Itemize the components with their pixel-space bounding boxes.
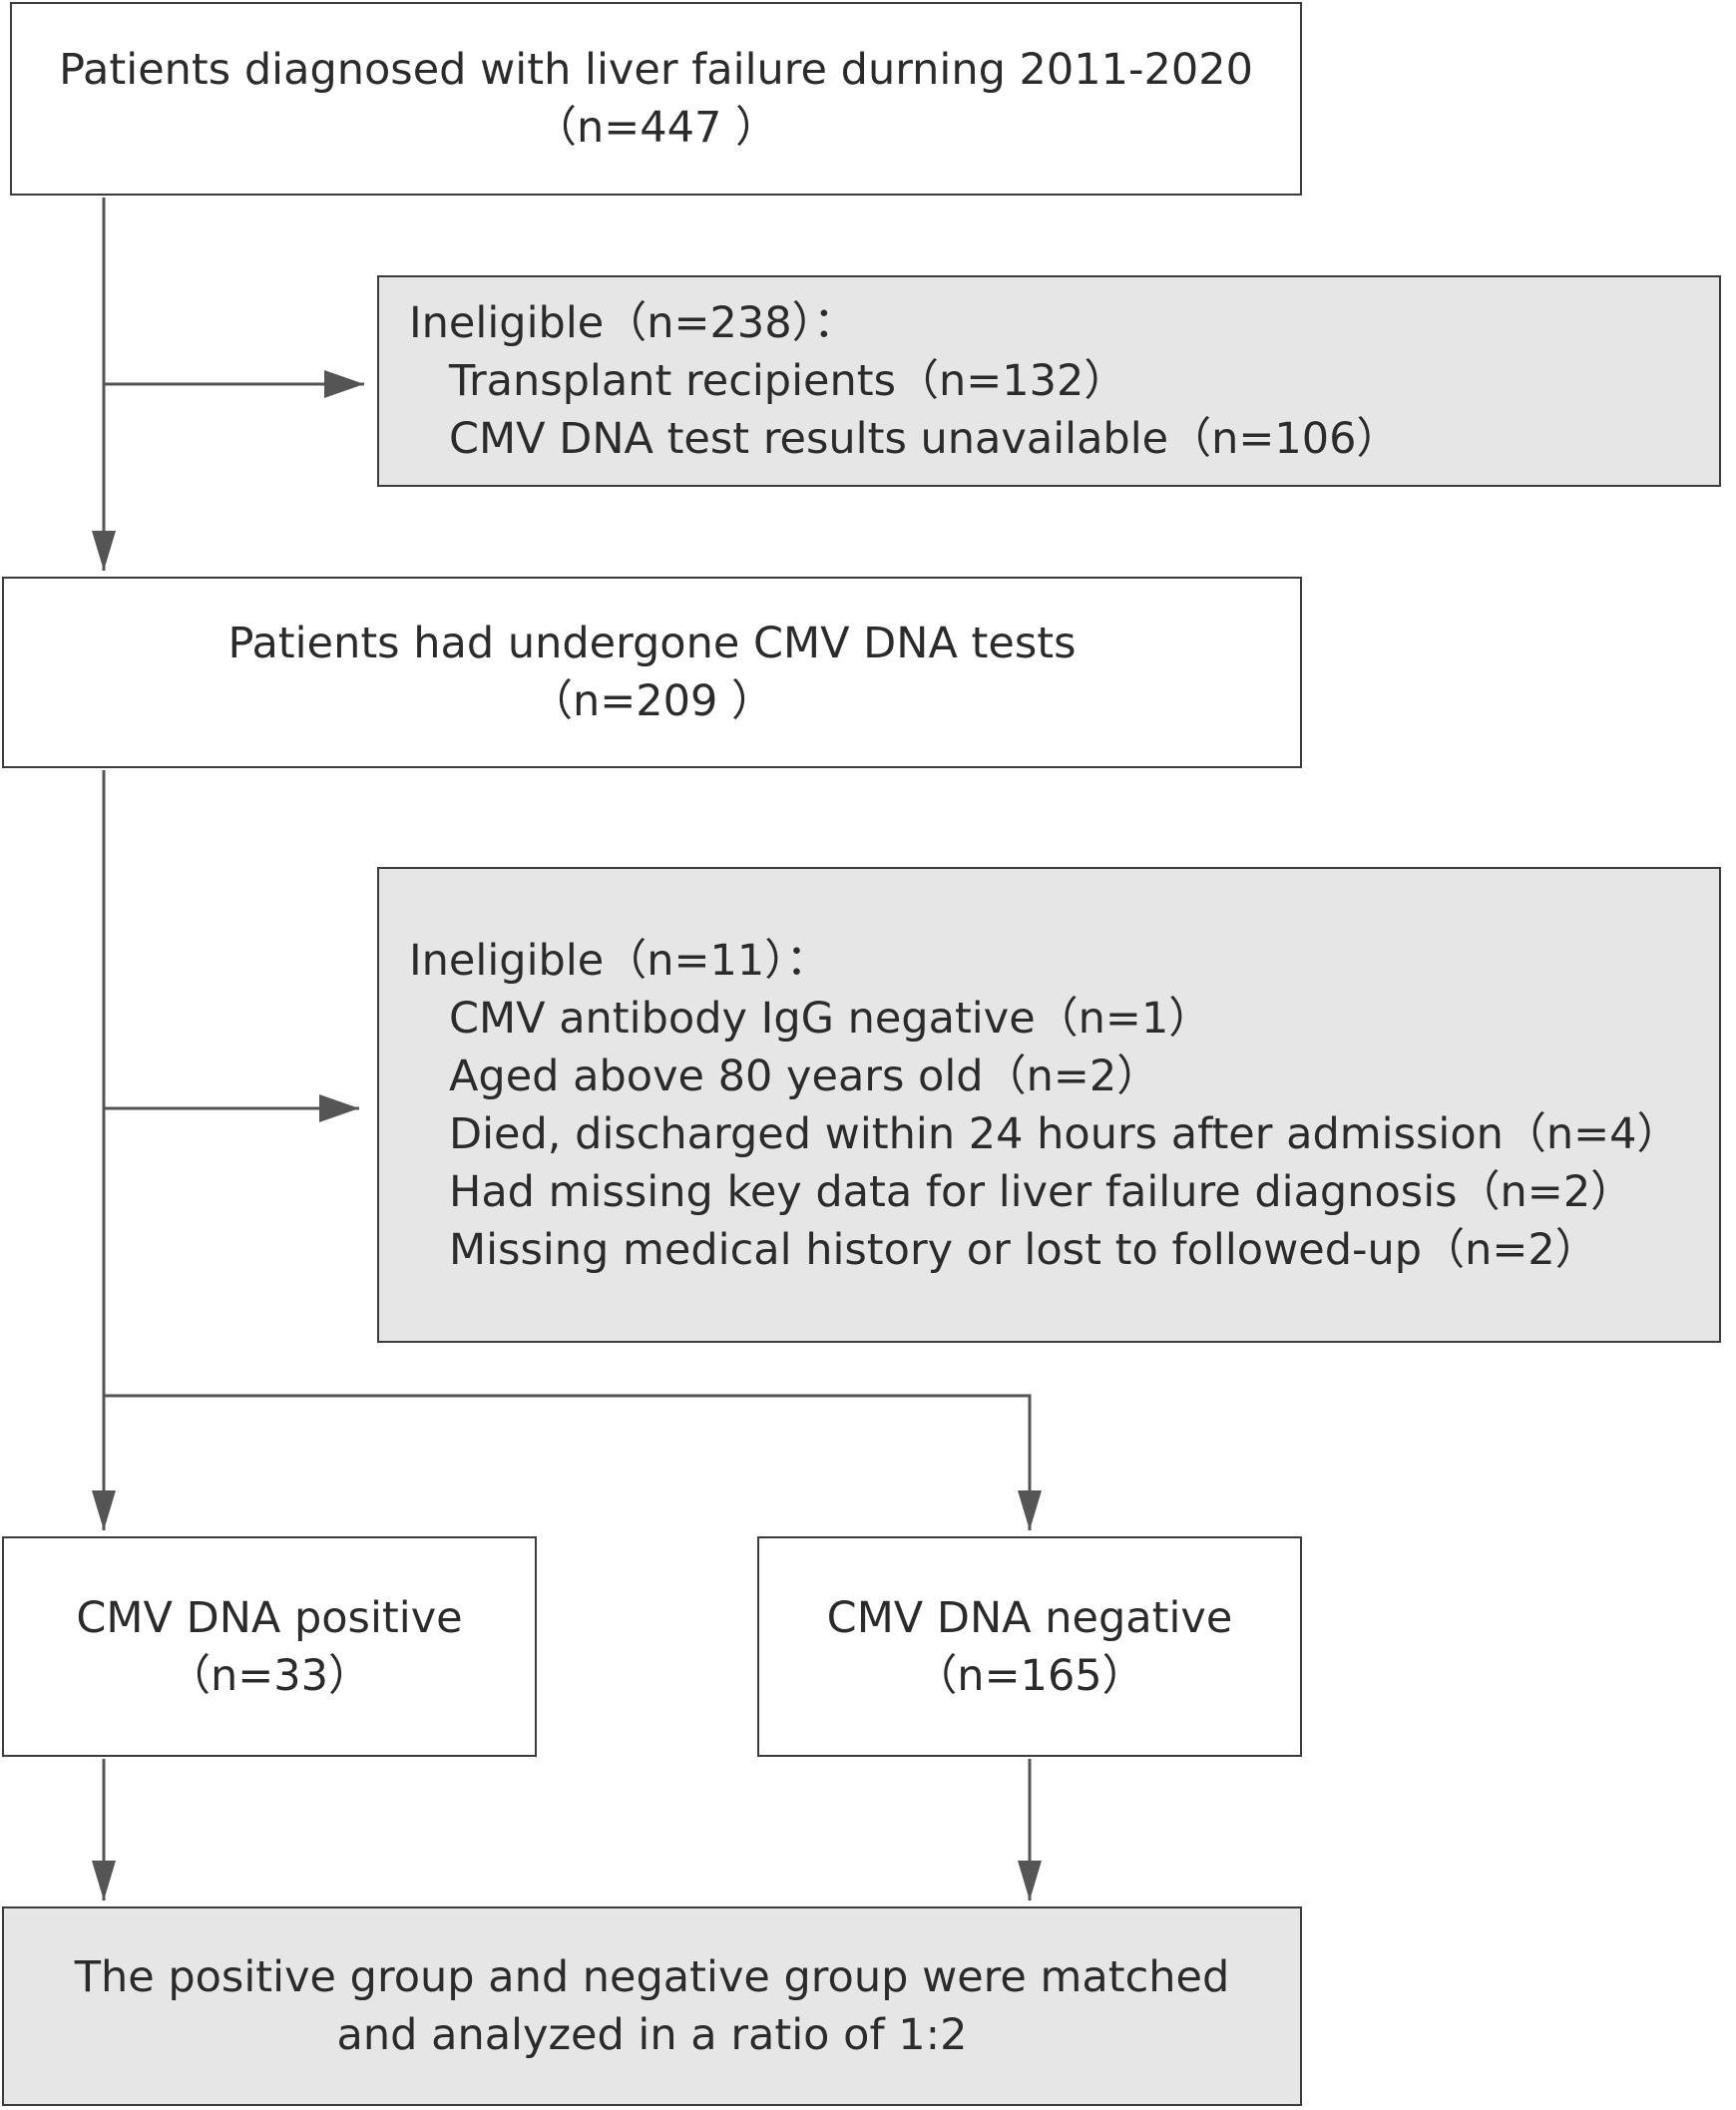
excluded1-box: Ineligible（n=238）： Transplant recipients… <box>377 275 1721 487</box>
arrowhead-matched-left <box>92 1861 116 1900</box>
excluded2-item: Had missing key data for liver failure d… <box>449 1166 1634 1217</box>
excluded2-box: Ineligible（n=11）： CMV antibody IgG negat… <box>377 867 1721 1343</box>
excluded2-item: CMV antibody IgG negative（n=1） <box>449 993 1212 1044</box>
excluded2-item: Aged above 80 years old（n=2） <box>449 1051 1160 1101</box>
negative-box: CMV DNA negative （n=165） <box>757 1536 1302 1757</box>
diagnosed-title: Patients diagnosed with liver failure du… <box>59 45 1253 95</box>
tested-box: Patients had undergone CMV DNA tests （n=… <box>2 577 1302 768</box>
arrowhead-tested <box>92 531 116 571</box>
arrowhead-excluded2 <box>319 1094 359 1122</box>
diagnosed-box: Patients diagnosed with liver failure du… <box>10 2 1302 196</box>
arrowhead-positive <box>92 1490 116 1530</box>
matched-line2: and analyzed in a ratio of 1:2 <box>336 2010 968 2060</box>
arrowhead-matched-right <box>1018 1861 1042 1900</box>
tested-count: （n=209 ） <box>529 676 775 726</box>
excluded1-item: Transplant recipients（n=132） <box>449 356 1127 406</box>
arrow-to-negative <box>104 1394 1032 1530</box>
matched-box: The positive group and negative group we… <box>2 1906 1302 2106</box>
excluded1-header: Ineligible（n=238）： <box>409 298 857 348</box>
excluded2-item: Missing medical history or lost to follo… <box>449 1224 1598 1275</box>
diagnosed-count: （n=447 ） <box>533 103 779 153</box>
positive-box: CMV DNA positive （n=33） <box>2 1536 537 1757</box>
matched-line1: The positive group and negative group we… <box>74 1952 1230 2002</box>
excluded1-item: CMV DNA test results unavailable（n=106） <box>449 414 1400 464</box>
positive-count: （n=33） <box>168 1650 371 1701</box>
arrowhead-negative <box>1018 1490 1042 1530</box>
excluded2-header: Ineligible（n=11）： <box>409 935 829 986</box>
arrowhead-excluded1 <box>324 370 364 398</box>
negative-count: （n=165） <box>914 1650 1145 1701</box>
excluded2-item: Died, discharged within 24 hours after a… <box>449 1108 1680 1159</box>
positive-title: CMV DNA positive <box>76 1592 463 1643</box>
tested-title: Patients had undergone CMV DNA tests <box>227 619 1077 668</box>
negative-title: CMV DNA negative <box>826 1592 1233 1643</box>
